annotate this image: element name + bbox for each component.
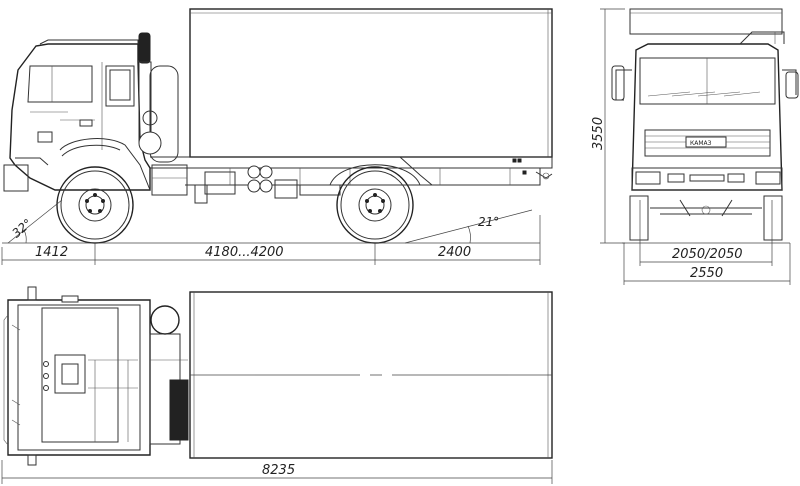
side-view: 32° 21° 1412 4180...4200 2400 bbox=[1, 8, 553, 265]
side-exhaust bbox=[138, 32, 188, 196]
side-cargo-box bbox=[189, 8, 553, 158]
height-label: 3550 bbox=[591, 117, 606, 150]
overall-length-label: 8235 bbox=[262, 463, 295, 478]
side-cab bbox=[3, 39, 151, 192]
approach-angle-label: 32° bbox=[9, 216, 34, 240]
side-chassis-frame bbox=[150, 156, 553, 204]
front-cargo-box bbox=[629, 8, 783, 35]
track-label: 2050/2050 bbox=[672, 247, 743, 262]
side-rear-wheel bbox=[329, 164, 421, 244]
overall-width-label: 2550 bbox=[690, 266, 723, 281]
side-front-wheel bbox=[56, 166, 134, 244]
front-view: КАМАЗ 3550 2050/2050 2550 bbox=[591, 8, 799, 285]
wheelbase-label: 4180...4200 bbox=[205, 245, 284, 260]
rear-overhang-label: 2400 bbox=[438, 245, 471, 260]
departure-angle-label: 21° bbox=[478, 215, 499, 229]
brand-badge: КАМАЗ bbox=[690, 140, 712, 147]
top-view: 8235 bbox=[1, 286, 553, 484]
front-overhang-label: 1412 bbox=[35, 245, 68, 260]
